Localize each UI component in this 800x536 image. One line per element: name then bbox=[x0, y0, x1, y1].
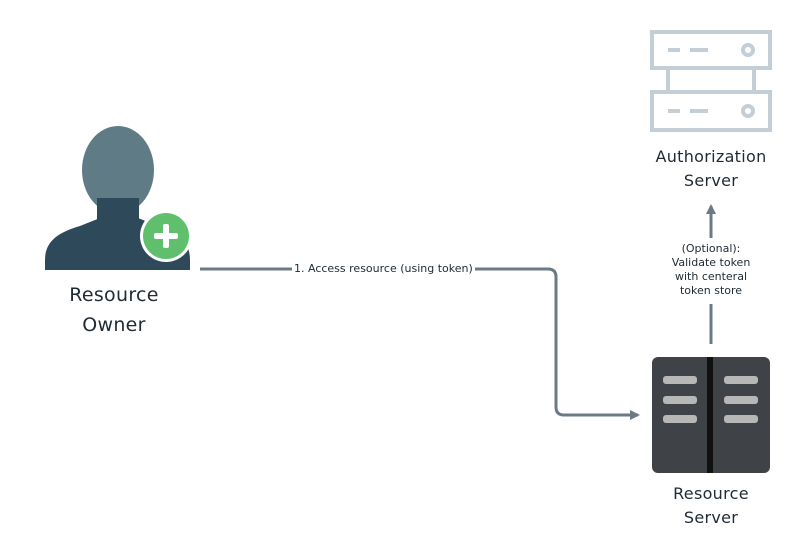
validate-token-label-line-2: Validate token bbox=[671, 256, 751, 269]
authorization-server-label-line-2: Server bbox=[683, 171, 739, 190]
validate-token-label-line-1: (Optional): bbox=[681, 242, 741, 255]
user-add-icon bbox=[45, 126, 192, 270]
resource-owner-label: Resource Owner bbox=[44, 280, 184, 340]
resource-owner-label-line-2: Owner bbox=[82, 314, 146, 336]
validate-token-label-line-3: with centeral bbox=[674, 270, 748, 283]
authorization-server-label: Authorization Server bbox=[646, 145, 776, 193]
server-rack-icon bbox=[650, 30, 772, 132]
access-resource-label: 1. Access resource (using token) bbox=[292, 262, 475, 276]
validate-token-label-line-4: token store bbox=[679, 284, 743, 297]
resource-owner-label-line-1: Resource bbox=[69, 284, 159, 306]
authorization-server-label-line-1: Authorization bbox=[655, 147, 767, 166]
access-resource-edge bbox=[200, 267, 640, 420]
server-cabinet-icon bbox=[652, 357, 770, 473]
validate-token-label: (Optional): Validate token with centeral… bbox=[656, 242, 766, 298]
resource-server-label-line-2: Server bbox=[683, 508, 739, 527]
resource-server-label-line-1: Resource bbox=[673, 484, 749, 503]
resource-server-label: Resource Server bbox=[646, 482, 776, 530]
